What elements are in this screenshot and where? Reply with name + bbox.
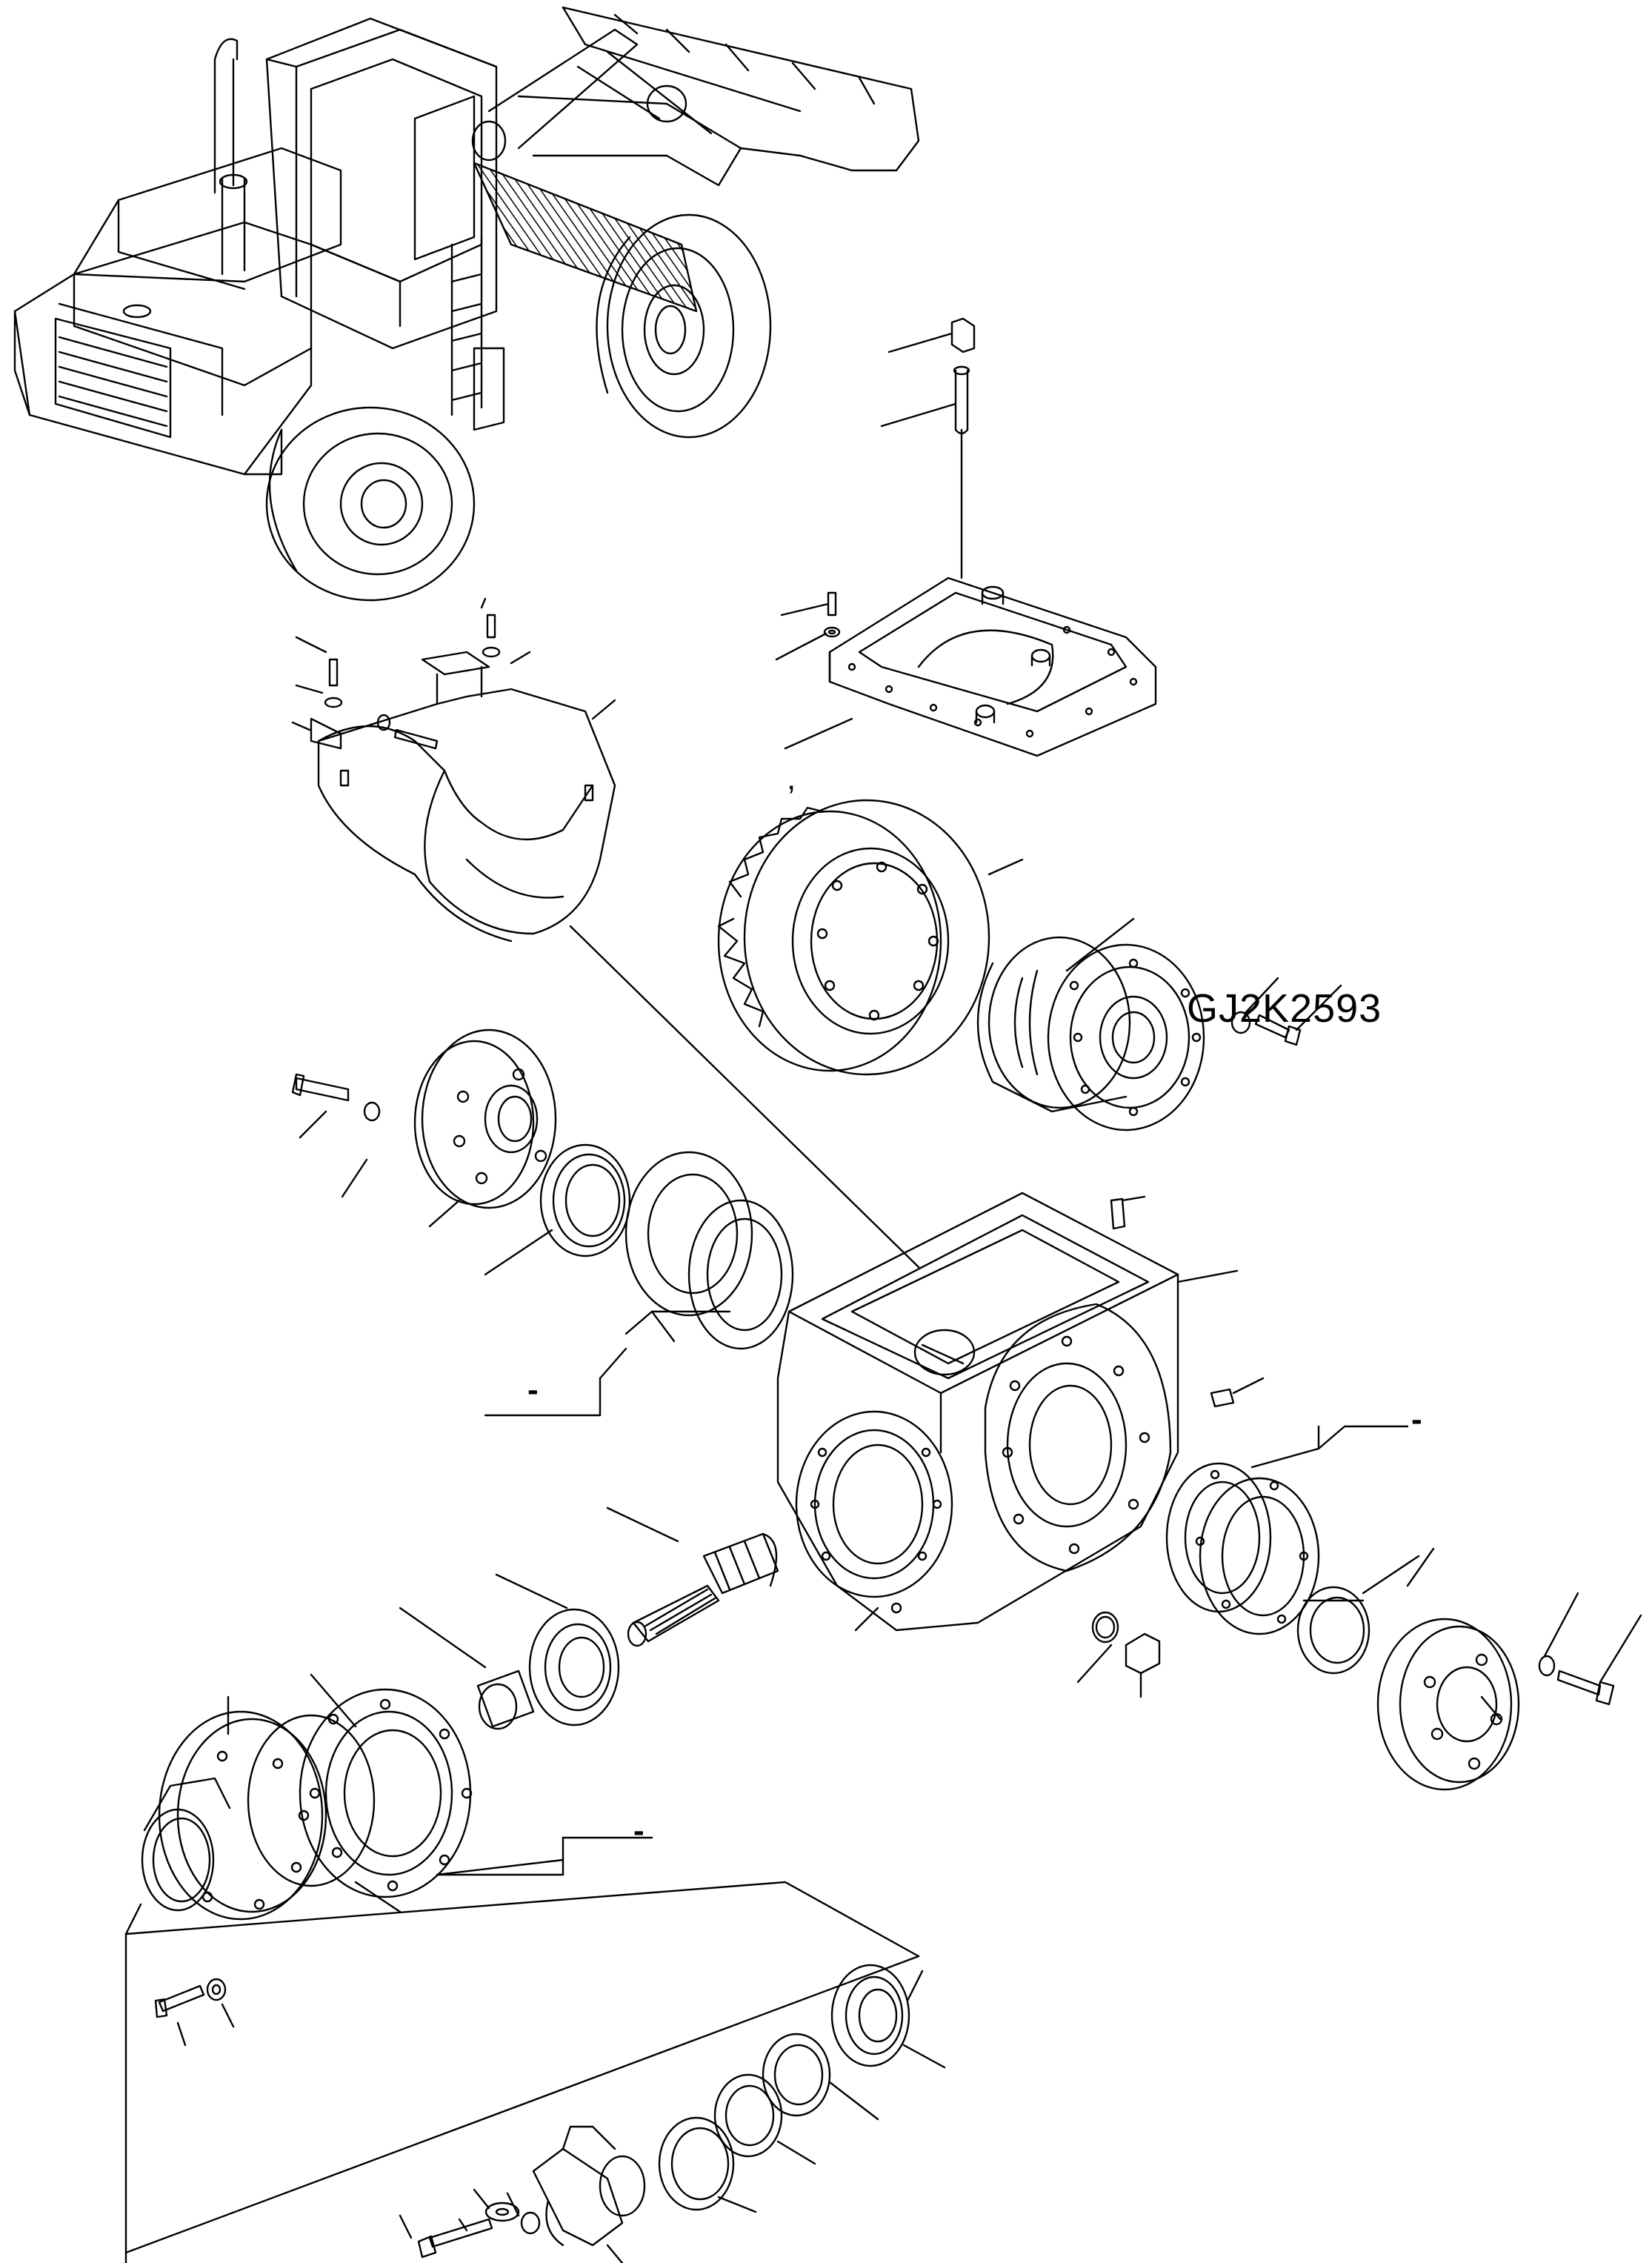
wheel-loader-illustration bbox=[15, 7, 919, 600]
grille bbox=[56, 319, 170, 437]
left-bearing-cap-group bbox=[293, 1030, 793, 1415]
differential-carrier bbox=[978, 919, 1341, 1130]
pinion-flange-group bbox=[126, 1689, 652, 2045]
group-marker-bottom: - bbox=[633, 1812, 645, 1849]
rear-wheel bbox=[267, 408, 474, 600]
cover-plate-assembly bbox=[776, 319, 1156, 756]
guard-shield bbox=[293, 599, 919, 1267]
yoke-seal-group bbox=[126, 1882, 945, 2263]
right-bearing-cap-group bbox=[1078, 1426, 1641, 1790]
ring-gear bbox=[719, 800, 1022, 1074]
operator-cab bbox=[267, 19, 496, 348]
pinion-shaft bbox=[311, 1508, 778, 1729]
group-marker-right: - bbox=[1411, 1401, 1422, 1438]
group-marker-left: - bbox=[527, 1372, 539, 1408]
drawing-code-label: GJ2K2593 bbox=[1187, 986, 1382, 1031]
stray-comma-mark: , bbox=[787, 760, 796, 797]
loader-bucket bbox=[473, 7, 919, 185]
front-wheel bbox=[596, 215, 770, 437]
axle-housing bbox=[778, 1193, 1263, 1630]
